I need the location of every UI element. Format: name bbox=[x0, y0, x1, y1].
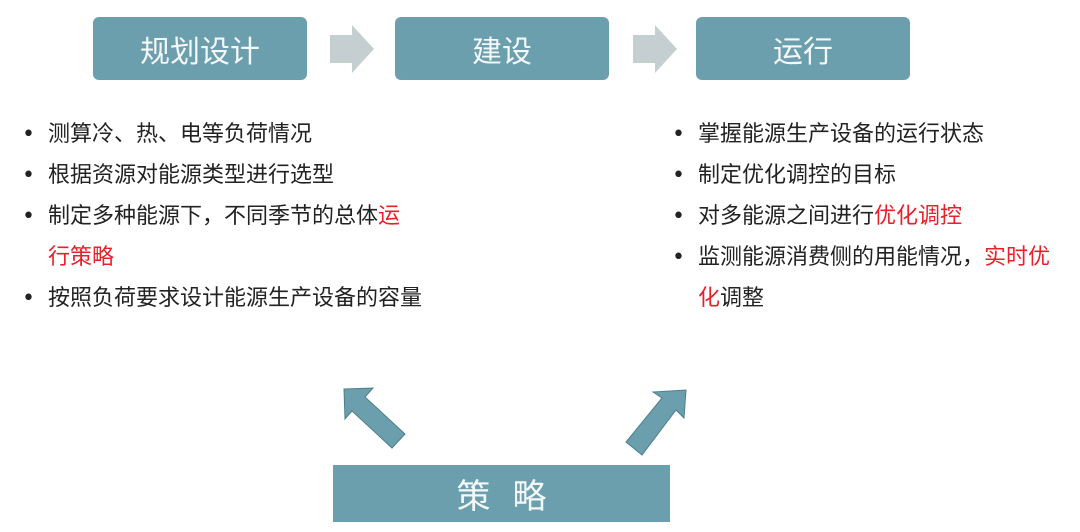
stage-construction: 建设 bbox=[395, 17, 609, 80]
list-item: 掌握能源生产设备的运行状态 bbox=[672, 114, 1072, 155]
item-text: 按照负荷要求设计能源生产设备的容量 bbox=[48, 286, 423, 311]
item-text: 制定多种能源下，不同季节的总体 bbox=[48, 204, 379, 229]
item-highlight: 实时优化 bbox=[698, 245, 1051, 311]
list-item: 制定优化调控的目标 bbox=[672, 155, 1072, 196]
item-text: 对多能源之间进行 bbox=[698, 204, 875, 229]
right-arrow-icon bbox=[633, 25, 677, 73]
list-item: 监测能源消费侧的用能情况，实时优化调整 bbox=[672, 237, 1072, 319]
operation-list: 掌握能源生产设备的运行状态制定优化调控的目标对多能源之间进行优化调控监测能源消费… bbox=[672, 114, 1072, 319]
stage-operation: 运行 bbox=[696, 17, 910, 80]
list-item: 根据资源对能源类型进行选型 bbox=[22, 155, 422, 196]
item-text: 测算冷、热、电等负荷情况 bbox=[48, 122, 313, 147]
up-right-arrow-icon bbox=[625, 389, 687, 456]
up-left-arrow-icon bbox=[343, 387, 406, 449]
stage-planning-design: 规划设计 bbox=[93, 17, 307, 80]
planning-list: 测算冷、热、电等负荷情况根据资源对能源类型进行选型制定多种能源下，不同季节的总体… bbox=[22, 114, 422, 319]
right-arrow-icon bbox=[330, 25, 374, 73]
list-item: 按照负荷要求设计能源生产设备的容量 bbox=[22, 278, 422, 319]
item-text: 掌握能源生产设备的运行状态 bbox=[698, 122, 985, 147]
item-text: 监测能源消费侧的用能情况， bbox=[698, 245, 985, 270]
list-item: 测算冷、热、电等负荷情况 bbox=[22, 114, 422, 155]
item-highlight: 运行策略 bbox=[48, 204, 401, 270]
list-item: 制定多种能源下，不同季节的总体运行策略 bbox=[22, 196, 422, 278]
item-text: 根据资源对能源类型进行选型 bbox=[48, 163, 335, 188]
strategy-box: 策略 bbox=[333, 465, 670, 522]
item-highlight: 优化调控 bbox=[874, 204, 963, 229]
item-text-after: 调整 bbox=[720, 286, 765, 311]
item-text: 制定优化调控的目标 bbox=[698, 163, 897, 188]
list-item: 对多能源之间进行优化调控 bbox=[672, 196, 1072, 237]
